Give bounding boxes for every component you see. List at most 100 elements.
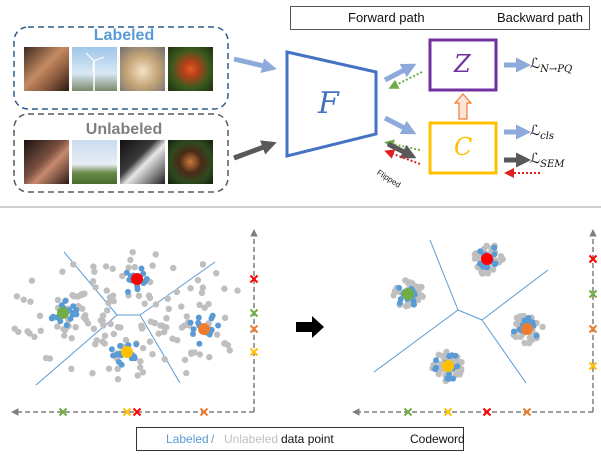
unlabeled-point [136, 364, 144, 371]
unlabeled-point [205, 300, 212, 308]
unlabeled-point [157, 322, 164, 329]
unlabeled-point [27, 298, 34, 305]
unlabeled-point [497, 253, 505, 260]
unlabeled-point [54, 323, 61, 330]
unlabeled-point [149, 262, 156, 269]
unlabeled-point [105, 365, 113, 372]
unlabeled-title: Unlabeled [85, 121, 163, 138]
unlabeled-point [80, 314, 88, 321]
unlabeled-point [139, 344, 147, 352]
unlabeled-point [173, 288, 181, 296]
classifier-to-quantizer-arrow [453, 93, 473, 120]
unlabeled-point [194, 276, 202, 284]
labeled-point [477, 248, 484, 255]
labeled-point [116, 359, 122, 366]
axis-cross-marker [249, 324, 259, 334]
labeled-to-encoder-arrow [233, 56, 277, 73]
unlabeled-point [145, 292, 153, 299]
unlabeled-point [516, 317, 524, 324]
unlabeled-point [105, 299, 112, 307]
encoder-block [285, 50, 378, 158]
unlabeled-point [91, 268, 98, 275]
point-legend [136, 427, 464, 451]
unlabeled-point [221, 340, 229, 347]
path-legend [290, 6, 590, 30]
unlabeled-point [149, 351, 156, 358]
unlabeled-point [160, 328, 168, 336]
labeled-point [140, 270, 147, 277]
unlabeled-point [101, 332, 109, 339]
axis-cross-marker [132, 407, 142, 417]
labeled-point [477, 260, 483, 267]
unlabeled-point [37, 327, 44, 334]
unlabeled-point [28, 277, 36, 284]
axis-cross-marker [58, 407, 68, 417]
embedding-after-panel [352, 229, 597, 416]
unlabeled-point [152, 301, 160, 308]
wind-turbines-image [72, 47, 117, 91]
quantizer-backward-arrow [388, 71, 423, 89]
unlabeled-point [390, 292, 397, 299]
unlabeled-point [163, 324, 170, 331]
unlabeled-point [68, 335, 75, 342]
codeword-legend-text: Codeword [410, 432, 465, 446]
unlabeled-point [196, 301, 203, 308]
encoder-symbol: F [318, 86, 339, 121]
unlabeled-point [164, 295, 171, 302]
npq-loss: ℒN→PQ [530, 56, 573, 75]
unlabeled-point [103, 287, 111, 294]
data-point-legend-text: data point [281, 432, 334, 446]
unlabeled-point [68, 365, 75, 372]
unlabeled-point [92, 284, 99, 291]
unlabeled-point [114, 365, 121, 372]
backward-path-label: Backward path [497, 10, 583, 25]
partition-line [481, 319, 527, 384]
unlabeled-point [169, 335, 176, 342]
unlabeled-point [181, 356, 189, 364]
wind-turbines-field-image [72, 140, 117, 184]
transition-arrow [296, 316, 324, 338]
labeled-point [57, 318, 64, 325]
labeled-legend-text: Labeled [166, 432, 209, 446]
unlabeled-point [129, 249, 136, 256]
unlabeled-point [213, 270, 220, 277]
partition-line [457, 309, 483, 321]
classifier-backward-red-arrow [384, 149, 421, 165]
axis-cross-marker [443, 407, 453, 417]
unlabeled-point [183, 313, 190, 320]
labeled-point [196, 340, 203, 347]
unlabeled-point [107, 320, 114, 328]
unlabeled-point [406, 279, 413, 286]
unlabeled-point [122, 337, 130, 344]
unlabeled-point [226, 347, 233, 354]
unlabeled-point [90, 263, 97, 270]
axis-cross-marker [199, 407, 209, 417]
legend-separator: / [211, 432, 215, 446]
unlabeled-point [418, 292, 425, 299]
labeled-point [491, 251, 498, 258]
unlabeled-legend-text: Unlabeled [224, 432, 279, 446]
unlabeled-point [127, 256, 134, 264]
unlabeled-point [435, 370, 442, 378]
unlabeled-point [114, 324, 122, 331]
unlabeled-point [54, 296, 62, 304]
codeword-point [521, 323, 533, 335]
labeled-title: Labeled [93, 27, 155, 44]
labeled-point [446, 353, 453, 360]
labeled-point [516, 326, 523, 333]
quantizer-symbol: Z [454, 50, 471, 78]
labeled-point [533, 332, 540, 339]
labeled-point [63, 322, 70, 329]
labeled-point [143, 276, 150, 282]
unlabeled-point [11, 325, 18, 332]
unlabeled-point [60, 332, 68, 339]
unlabeled-group-box [13, 113, 229, 193]
unlabeled-point [59, 268, 66, 275]
unlabeled-to-encoder-arrow [233, 140, 277, 161]
unlabeled-point [213, 331, 221, 338]
axis-cross-marker [588, 254, 598, 264]
unlabeled-point [489, 266, 497, 273]
unlabeled-point [26, 330, 33, 337]
unlabeled-point [221, 285, 228, 292]
axis-cross-marker [588, 324, 598, 334]
